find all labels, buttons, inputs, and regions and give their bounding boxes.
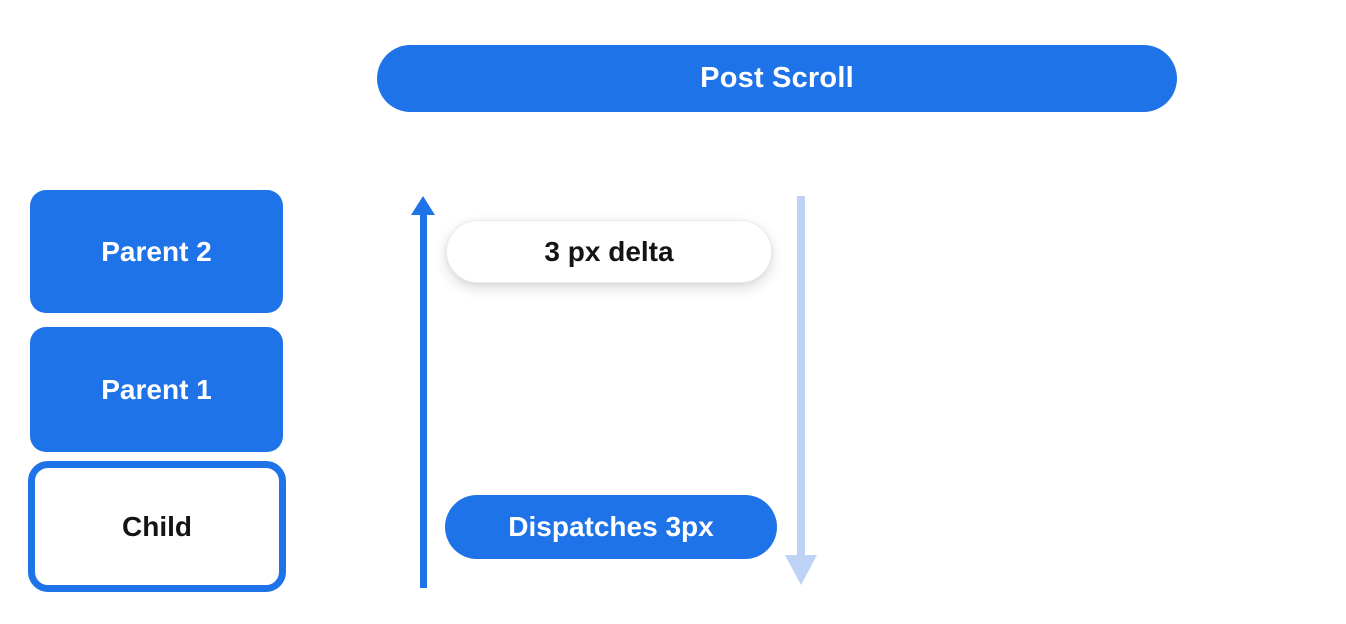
down-arrow-shaft bbox=[797, 196, 805, 557]
dispatch-badge: Dispatches 3px bbox=[445, 495, 777, 559]
delta-badge: 3 px delta bbox=[446, 220, 772, 283]
node-parent-1: Parent 1 bbox=[30, 327, 283, 452]
delta-badge-label: 3 px delta bbox=[544, 235, 674, 267]
post-scroll-label: Post Scroll bbox=[700, 62, 854, 94]
dispatch-badge-label: Dispatches 3px bbox=[508, 511, 714, 542]
down-arrow-icon bbox=[785, 555, 817, 585]
post-scroll-bar: Post Scroll bbox=[377, 45, 1177, 112]
node-child: Child bbox=[28, 461, 286, 592]
node-child-label: Child bbox=[122, 510, 192, 542]
up-arrow-shaft bbox=[420, 213, 427, 588]
node-parent-1-label: Parent 1 bbox=[101, 373, 212, 405]
node-parent-2: Parent 2 bbox=[30, 190, 283, 313]
node-parent-2-label: Parent 2 bbox=[101, 235, 212, 267]
up-arrow-icon bbox=[411, 196, 435, 215]
